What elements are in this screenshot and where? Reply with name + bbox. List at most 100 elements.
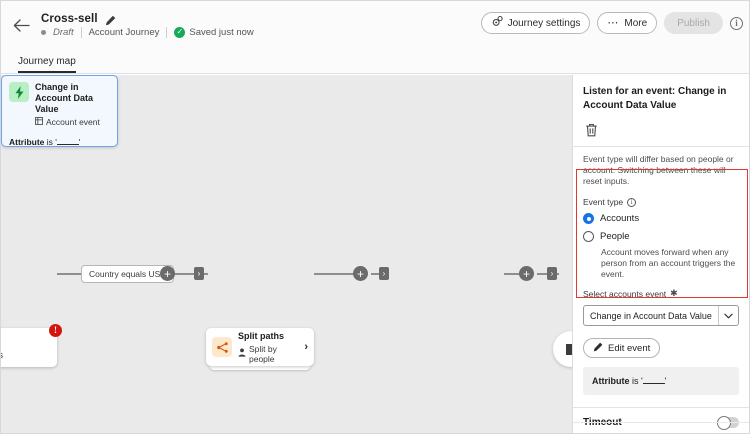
- tab-bar: Journey map: [1, 49, 749, 74]
- back-arrow-icon[interactable]: [11, 15, 31, 35]
- chevron-down-icon[interactable]: [718, 306, 738, 325]
- title-block: Cross-sell Draft Account Journey ✓ Saved…: [41, 13, 254, 38]
- page-title: Cross-sell: [41, 12, 98, 25]
- attribute-summary-box: Attribute is ' ': [583, 367, 739, 395]
- publish-label: Publish: [677, 17, 710, 29]
- meta-row: Draft Account Journey ✓ Saved just now: [41, 26, 254, 38]
- card-change-in-account-data-value[interactable]: Change in Account Data Value Account eve…: [1, 75, 118, 147]
- panel-divider-1: [573, 146, 749, 147]
- table-icon: [35, 117, 43, 127]
- event-type-section: Event type i Accounts People Account mov…: [573, 193, 749, 326]
- card-footer-blank: [56, 144, 79, 145]
- status-badge: Draft: [53, 26, 74, 38]
- panel-divider-3: [573, 422, 749, 423]
- attribute-blank: [642, 383, 665, 384]
- status-dot-icon: [41, 29, 46, 35]
- expand-node-button-1[interactable]: ›: [194, 267, 204, 280]
- option-help-text: Account moves forward when any person fr…: [601, 247, 736, 279]
- attribute-mid: is ': [629, 376, 643, 386]
- info-icon[interactable]: i: [627, 197, 637, 207]
- select-event-label: Select accounts event: [583, 288, 667, 299]
- pencil-icon[interactable]: [105, 13, 116, 26]
- card-stack-shadow: [210, 366, 310, 370]
- wire-1: [57, 273, 81, 275]
- select-accounts-event-value: Change in Account Data Value: [590, 310, 712, 321]
- card-selected-subtitle-row: Account event: [35, 117, 110, 127]
- meta-divider: [80, 26, 82, 38]
- gear-icon: [491, 15, 503, 31]
- radio-people-indicator[interactable]: [583, 231, 594, 242]
- edit-event-button[interactable]: Edit event: [583, 338, 661, 358]
- share-nodes-icon: [212, 337, 232, 357]
- expand-node-button-2[interactable]: ›: [379, 267, 389, 280]
- check-circle-icon: ✓: [174, 26, 186, 38]
- attribute-label: Attribute: [592, 376, 630, 386]
- card-footer-end: ': [78, 137, 81, 147]
- header-actions: Journey settings ⋯ More Publish i: [480, 12, 743, 34]
- radio-accounts-label: Accounts: [600, 213, 640, 224]
- event-type-label: Event type: [583, 197, 624, 207]
- card-footer-mid: is ': [44, 137, 57, 147]
- card-split-paths[interactable]: Split paths Split by people ›: [206, 328, 314, 366]
- card-selected-title: Change in Account Data Value: [35, 82, 94, 114]
- radio-option-people[interactable]: People: [583, 231, 739, 242]
- lightning-bolt-icon: [9, 82, 29, 102]
- info-icon[interactable]: i: [730, 16, 743, 30]
- ellipsis-icon: ⋯: [607, 17, 620, 29]
- panel-header: Listen for an event: Change in Account D…: [573, 75, 749, 138]
- add-node-button-3[interactable]: +: [519, 266, 534, 281]
- title-row: Cross-sell: [41, 12, 254, 26]
- more-button[interactable]: ⋯ More: [597, 12, 658, 34]
- app-header: Cross-sell Draft Account Journey ✓ Saved…: [1, 1, 749, 49]
- card-split-text: Split paths Split by people: [238, 331, 298, 364]
- card-partial-top-text: s: [1, 339, 57, 350]
- properties-panel: Listen for an event: Change in Account D…: [572, 75, 749, 433]
- saved-indicator: ✓ Saved just now: [174, 26, 254, 38]
- panel-note: Event type will differ based on people o…: [583, 154, 734, 186]
- required-marker: ✱: [670, 288, 678, 298]
- meta-divider-2: [166, 26, 168, 38]
- journey-settings-button[interactable]: Journey settings: [480, 12, 591, 34]
- expand-node-button-3[interactable]: ›: [547, 267, 557, 280]
- add-node-button-1[interactable]: +: [160, 266, 175, 281]
- card-selected-text: Change in Account Data Value Account eve…: [35, 82, 110, 127]
- person-icon: [238, 348, 246, 359]
- stop-square-icon: [565, 343, 574, 355]
- card-partial-left[interactable]: s accounts: [1, 328, 57, 367]
- tab-journey-map[interactable]: Journey map: [18, 56, 76, 73]
- pencil-icon: [593, 342, 603, 355]
- more-label: More: [624, 17, 648, 29]
- wire-6: [504, 273, 524, 275]
- publish-button[interactable]: Publish: [664, 12, 723, 34]
- radio-option-accounts[interactable]: Accounts: [583, 213, 739, 224]
- trash-icon[interactable]: [583, 121, 600, 138]
- select-accounts-event-dropdown[interactable]: Change in Account Data Value: [583, 305, 739, 326]
- card-selected-subtitle: Account event: [46, 117, 100, 127]
- card-footer-attribute-label: Attribute: [9, 137, 45, 147]
- card-partial-label: accounts: [1, 350, 57, 360]
- card-split-subtitle: Split by people: [249, 343, 277, 364]
- card-split-chevron-icon[interactable]: ›: [304, 341, 308, 353]
- edit-event-label: Edit event: [608, 342, 651, 354]
- card-selected-top: Change in Account Data Value Account eve…: [9, 82, 110, 127]
- journey-settings-label: Journey settings: [507, 17, 581, 29]
- select-event-label-row: Select accounts event ✱: [583, 288, 739, 299]
- timeout-row: Timeout: [573, 408, 749, 430]
- journey-type-label: Account Journey: [88, 26, 160, 38]
- attribute-end: ': [664, 376, 667, 386]
- error-badge-icon[interactable]: !: [49, 324, 62, 337]
- panel-divider-2: [573, 407, 749, 408]
- radio-accounts-indicator[interactable]: [583, 213, 594, 224]
- wire-3: [176, 273, 208, 275]
- panel-title: Listen for an event: Change in Account D…: [583, 86, 727, 111]
- card-split-title: Split paths: [238, 330, 285, 341]
- card-split-subtitle-row: Split by people: [238, 344, 298, 364]
- saved-label: Saved just now: [189, 26, 254, 38]
- journey-canvas[interactable]: s accounts ! Country equals USA + › Spli…: [1, 75, 574, 433]
- radio-people-label: People: [600, 231, 630, 242]
- add-node-button-2[interactable]: +: [353, 266, 368, 281]
- end-node-stop[interactable]: [553, 331, 574, 367]
- event-type-label-row: Event type i: [583, 197, 739, 207]
- wire-4: [314, 273, 358, 275]
